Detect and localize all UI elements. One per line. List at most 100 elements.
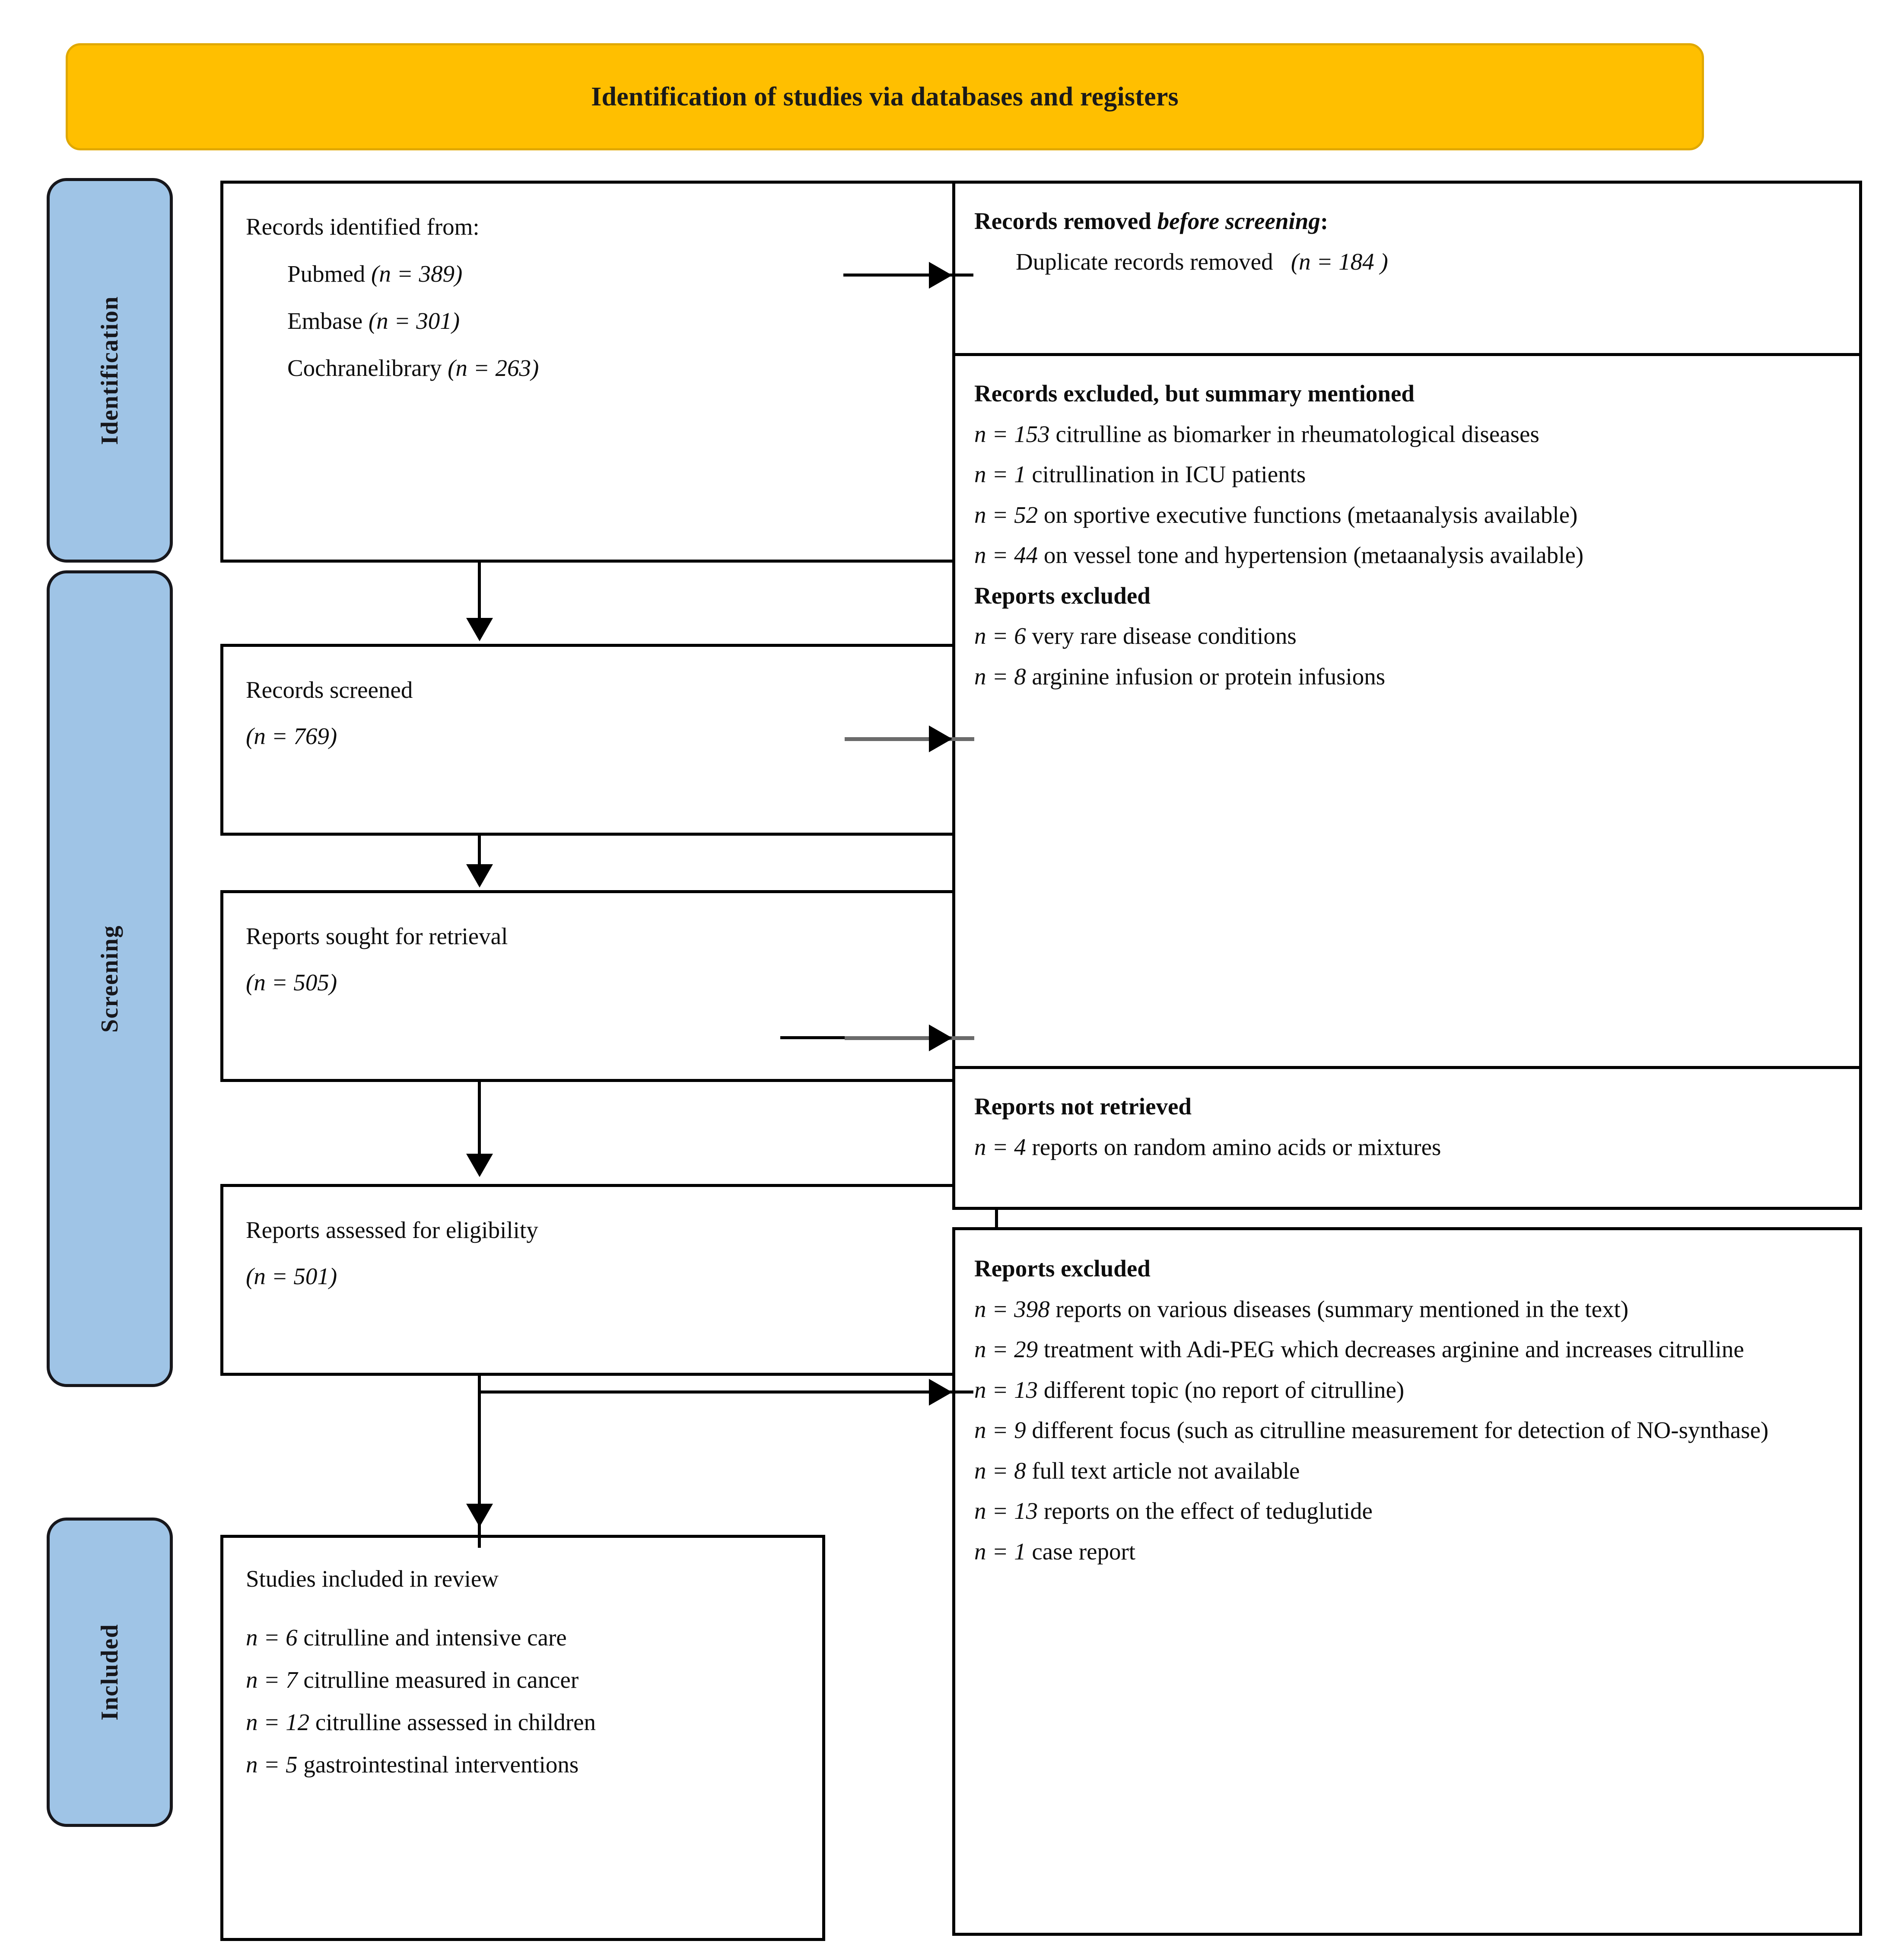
source-count: (n = 301) xyxy=(368,307,460,334)
reports-excluded-item: n = 8 arginine infusion or protein infus… xyxy=(974,656,1840,697)
connector-sought-to-notretrieved-left xyxy=(780,1036,846,1039)
item-n: n = 4 xyxy=(974,1133,1026,1160)
item-n: n = 44 xyxy=(974,542,1038,568)
reports-not-retrieved-item: n = 4 reports on random amino acids or m… xyxy=(974,1127,1840,1168)
reports-sought-count: (n = 505) xyxy=(246,969,337,996)
records-excluded-item: n = 52 on sportive executive functions (… xyxy=(974,495,1840,535)
records-excluded-item: n = 1 citrullination in ICU patients xyxy=(974,454,1840,495)
stage-label-text: Screening xyxy=(96,925,123,1033)
item-text: treatment with Adi-PEG which decreases a… xyxy=(1043,1336,1744,1362)
reports-excluded-item: n = 29 treatment with Adi-PEG which decr… xyxy=(974,1329,1840,1370)
item-text: different topic (no report of citrulline… xyxy=(1043,1376,1405,1403)
section-reports-not-retrieved: Reports not retrieved n = 4 reports on r… xyxy=(955,1066,1859,1207)
reports-excluded-item: n = 9 different focus (such as citrullin… xyxy=(974,1410,1840,1451)
item-n: n = 29 xyxy=(974,1336,1038,1362)
records-excluded-item: n = 153 citrulline as biomarker in rheum… xyxy=(974,414,1840,455)
reports-excluded-subheading: Reports excluded xyxy=(974,582,1151,609)
box-studies-included: Studies included in review n = 6 citrull… xyxy=(220,1535,825,1941)
records-excluded-item: n = 44 on vessel tone and hypertension (… xyxy=(974,535,1840,576)
source-name: Cochranelibrary xyxy=(287,354,442,381)
heading-tail: : xyxy=(1320,208,1329,234)
box-right-exclusions-group: Records removed before screening: Duplic… xyxy=(952,181,1862,1210)
source-name: Pubmed xyxy=(287,260,366,287)
reports-excluded-item: n = 13 reports on the effect of teduglut… xyxy=(974,1491,1840,1531)
item-text: reports on the effect of teduglutide xyxy=(1043,1498,1373,1524)
included-item-text: citrulline assessed in children xyxy=(315,1709,596,1735)
reports-excluded-item: n = 13 different topic (no report of cit… xyxy=(974,1370,1840,1410)
included-item-text: citrulline and intensive care xyxy=(303,1624,567,1651)
item-text: arginine infusion or protein infusions xyxy=(1032,663,1386,690)
records-excluded-heading: Records excluded, but summary mentioned xyxy=(974,380,1415,407)
item-n: n = 1 xyxy=(974,461,1026,487)
box-reports-excluded: Reports excluded n = 398 reports on vari… xyxy=(952,1227,1862,1936)
item-n: n = 52 xyxy=(974,501,1038,528)
box-records-identified: Records identified from: Pubmed (n = 389… xyxy=(220,181,998,563)
studies-included-heading: Studies included in review xyxy=(246,1565,499,1592)
reports-excluded-item: n = 8 full text article not available xyxy=(974,1451,1840,1491)
item-n: n = 9 xyxy=(974,1417,1026,1443)
included-item-text: gastrointestinal interventions xyxy=(303,1751,579,1778)
section-records-excluded: Records excluded, but summary mentioned … xyxy=(955,353,1859,1066)
connector-assessed-down xyxy=(478,1376,481,1548)
item-n: n = 1 xyxy=(974,1538,1026,1565)
connector-identified-stub xyxy=(843,274,846,277)
page-title: Identification of studies via databases … xyxy=(591,82,1179,111)
source-count: (n = 389) xyxy=(371,260,463,287)
banner-identification-header: Identification of studies via databases … xyxy=(66,43,1704,150)
item-text: case report xyxy=(1032,1538,1136,1565)
item-text: citrulline as biomarker in rheumatologic… xyxy=(1055,420,1539,447)
stage-label-included: Included xyxy=(47,1518,173,1827)
arrowhead-sought-to-notretrieved xyxy=(929,1025,952,1051)
item-n: n = 8 xyxy=(974,663,1026,690)
section-records-removed-before-screening: Records removed before screening: Duplic… xyxy=(955,184,1859,353)
included-item: n = 6 citrulline and intensive care xyxy=(246,1616,800,1659)
item-text: full text article not available xyxy=(1032,1457,1300,1484)
duplicate-count: (n = 184 ) xyxy=(1291,248,1388,275)
source-pubmed: Pubmed (n = 389) xyxy=(246,251,973,298)
box-reports-sought: Reports sought for retrieval (n = 505) xyxy=(220,890,998,1082)
stage-label-text: Included xyxy=(96,1624,123,1721)
heading-italic: before screening xyxy=(1157,208,1320,234)
item-text: on sportive executive functions (metaana… xyxy=(1043,501,1578,528)
source-cochranelibrary: Cochranelibrary (n = 263) xyxy=(246,345,973,392)
connector-screened-h xyxy=(845,737,974,741)
item-n: n = 6 xyxy=(974,623,1026,649)
item-text: citrullination in ICU patients xyxy=(1032,461,1306,487)
connector-identified-to-screened xyxy=(478,563,481,620)
reports-sought-heading: Reports sought for retrieval xyxy=(246,923,508,949)
arrowhead-sought-to-assessed xyxy=(466,1154,493,1177)
records-screened-heading: Records screened xyxy=(246,677,413,703)
arrowhead-assessed-to-included xyxy=(466,1504,493,1527)
item-text: reports on various diseases (summary men… xyxy=(1055,1295,1629,1322)
item-text: different focus (such as citrulline meas… xyxy=(1032,1417,1769,1443)
item-text: reports on random amino acids or mixture… xyxy=(1032,1133,1441,1160)
included-item-text: citrulline measured in cancer xyxy=(303,1666,579,1693)
records-screened-count: (n = 769) xyxy=(246,723,337,750)
item-n: n = 398 xyxy=(974,1295,1050,1322)
included-item: n = 5 gastrointestinal interventions xyxy=(246,1744,800,1786)
included-item-n: n = 6 xyxy=(246,1624,298,1651)
item-n: n = 13 xyxy=(974,1376,1038,1403)
stage-label-identification: Identification xyxy=(47,178,173,563)
included-item: n = 12 citrulline assessed in children xyxy=(246,1701,800,1744)
included-item: n = 7 citrulline measured in cancer xyxy=(246,1659,800,1701)
arrowhead-screened-to-sought xyxy=(466,864,493,888)
source-count: (n = 263) xyxy=(448,354,539,381)
reports-assessed-count: (n = 501) xyxy=(246,1263,337,1290)
item-n: n = 153 xyxy=(974,420,1050,447)
item-n: n = 8 xyxy=(974,1457,1026,1484)
source-embase: Embase (n = 301) xyxy=(246,298,973,345)
stage-label-text: Identification xyxy=(96,296,123,445)
connector-identified-to-removed xyxy=(845,274,973,277)
reports-not-retrieved-heading: Reports not retrieved xyxy=(974,1093,1192,1120)
reports-excluded-item: n = 1 case report xyxy=(974,1531,1840,1572)
arrowhead-screened-to-excluded xyxy=(929,725,952,752)
records-identified-heading: Records identified from: xyxy=(246,213,480,240)
included-item-n: n = 7 xyxy=(246,1666,298,1693)
duplicate-label: Duplicate records removed xyxy=(1016,248,1273,275)
arrowhead-identified-to-removed xyxy=(929,262,952,289)
included-item-n: n = 5 xyxy=(246,1751,298,1778)
item-n: n = 13 xyxy=(974,1498,1038,1524)
item-text: very rare disease conditions xyxy=(1032,623,1297,649)
reports-excluded-heading: Reports excluded xyxy=(974,1255,1151,1282)
